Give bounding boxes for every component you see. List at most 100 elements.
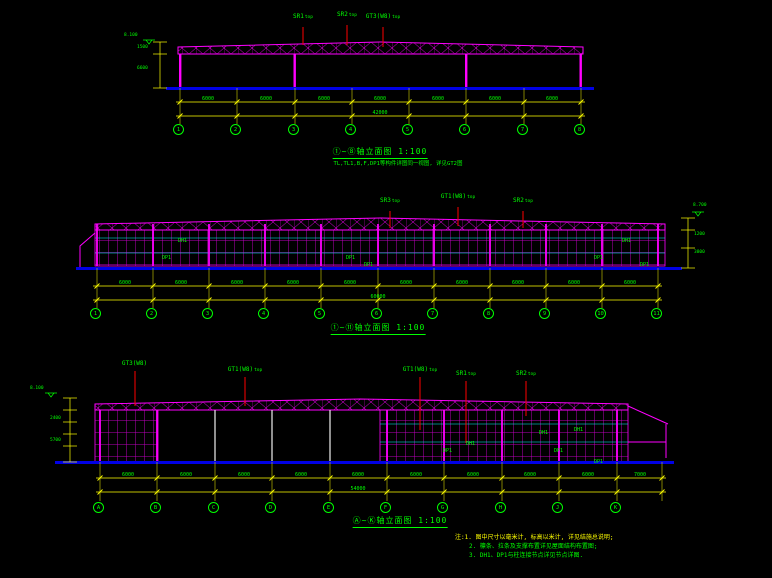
axis-bubble: K [610,502,621,513]
member-label: DP1 [346,255,356,261]
note-line: 注:1. 图中尺寸以毫米计, 标高以米计, 详见结施总说明; [455,534,614,541]
bay-dim: 6000 [581,472,595,478]
general-notes: 注:1. 图中尺寸以毫米计, 标高以米计, 详见结施总说明; 2. 檩条、拉条及… [455,533,614,560]
axis-bubble: 2 [230,124,241,135]
elevation-mark: 8.700 [693,203,707,208]
axis-bubble: 5 [314,308,325,319]
dimension-lines [153,41,585,117]
axis-bubble: A [93,502,104,513]
elevation3-geometry [45,371,674,493]
leader-label: GT1(W8)top [227,366,263,373]
side-dim: 3800 [694,250,705,255]
member-label: DP1 [162,255,172,261]
axis-bubble: D [265,502,276,513]
elevation-flag-icon [143,39,155,45]
leader-label: GT3(W8)top [365,13,401,20]
side-dim: 1500 [137,45,148,50]
wall-framing-right [379,409,629,463]
roof-truss [94,398,629,411]
bay-dim: 6000 [237,472,251,478]
elevation1-geometry [143,25,594,117]
elevation-flag-icon [45,392,57,398]
ext-dim: 7000 [633,472,647,478]
bay-dim: 6000 [351,472,365,478]
total-dim: 54000 [350,486,366,492]
axis-bubble: 11 [651,308,662,319]
axis-bubble: 6 [459,124,470,135]
wall-framing-left [94,409,159,463]
elevation1-note: TL,TL1,B,F,DP1等构件详图同一视图, 详见GT2图 [333,161,463,167]
member-label: DP1 [594,255,604,261]
note-line: 2. 檩条、拉条及支撑布置详见屋面结构布置图; [469,543,598,550]
member-label: DP1 [364,262,374,268]
side-dim: 6600 [137,66,148,71]
roof-truss [177,41,584,55]
axis-bubble: 3 [202,308,213,319]
bay-dim: 6000 [121,472,135,478]
axis-bubble: F [380,502,391,513]
bay-dim: 6000 [567,280,581,286]
elevation1-title: ①~⑧轴立面图 1:100 [332,146,428,159]
member-label: DP1 [594,459,604,465]
dimension-lines [63,397,666,493]
member-label: DP1 [443,448,453,454]
axis-bubble: H [495,502,506,513]
axis-bubble: J [552,502,563,513]
bay-dim: 6000 [455,280,469,286]
member-label: DH1 [466,441,476,447]
member-label: DP1 [554,448,564,454]
axis-bubble: G [437,502,448,513]
right-canopy [627,405,669,458]
side-dim: 2400 [50,416,61,421]
elevation-mark: 8.100 [30,386,44,391]
side-dim: 5700 [50,438,61,443]
leader-lines [302,25,384,47]
leader-lines [134,371,527,443]
axis-bubble: 3 [288,124,299,135]
generated-grid-lines [94,88,665,501]
roof-truss [94,217,666,231]
elevation-flag-icon [692,211,704,217]
member-label: DH1 [178,238,188,244]
bay-dim: 6000 [343,280,357,286]
note-line: 3. DH1、DP1与柱连接节点详见节点详图. [469,552,584,559]
axis-bubble: 2 [146,308,157,319]
bay-dim: 6000 [174,280,188,286]
axis-bubble: 1 [173,124,184,135]
axis-bubble: 8 [483,308,494,319]
bay-dim: 6000 [230,280,244,286]
axis-bubble: 6 [371,308,382,319]
axis-bubble: B [150,502,161,513]
bay-dim: 6000 [409,472,423,478]
elevation2-title: ①~⑪轴立面图 1:100 [330,322,426,335]
leader-label: GT3(W8) [121,360,148,367]
bay-dim: 6000 [118,280,132,286]
bay-dim: 6000 [399,280,413,286]
axis-bubble: C [208,502,219,513]
axis-bubble: 8 [574,124,585,135]
bay-dim: 6000 [294,472,308,478]
wall-framing [94,229,666,267]
elevation-mark: 8.100 [124,33,138,38]
bay-dim: 6000 [523,472,537,478]
bay-dim: 6000 [317,96,331,102]
bay-dim: 6000 [179,472,193,478]
total-dim: 60000 [370,294,386,300]
axis-bubble: 10 [595,308,606,319]
side-dim: 1200 [694,232,705,237]
axis-bubble: 7 [517,124,528,135]
bay-dim: 6000 [466,472,480,478]
end-bracket [79,232,96,268]
bay-dim: 6000 [545,96,559,102]
member-label: DH1 [622,238,632,244]
member-label: DH1 [539,430,549,436]
bay-dim: 6000 [201,96,215,102]
